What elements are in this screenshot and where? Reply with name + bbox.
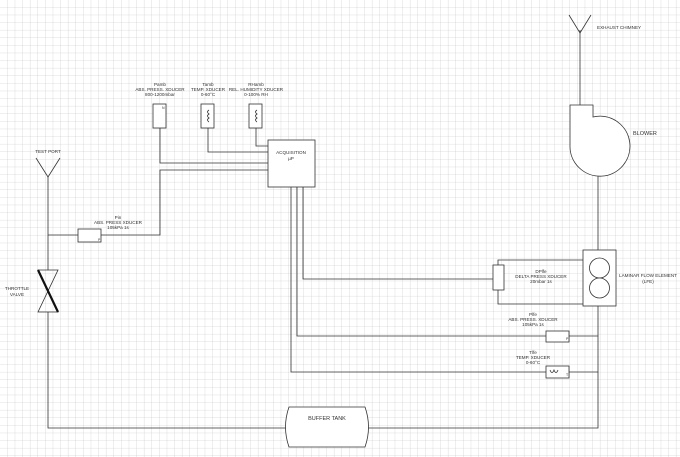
lfe-abbr: (LFE) (642, 279, 654, 284)
tlfe-mark: T (566, 373, 569, 377)
buffer-tank-shape (285, 406, 369, 448)
buffer-tank[interactable]: BUFFER TANK (285, 406, 369, 448)
tamb-transducer[interactable]: Tamb TEMP. XDUCER 0-60°C (191, 82, 268, 153)
pin-mark: P (98, 238, 101, 242)
plfe-name: ABS. PRESS. XDUCER (508, 317, 558, 322)
plfe-mark: P (566, 337, 569, 341)
plfe-tag: Plfe (529, 312, 537, 317)
plfe-transducer[interactable]: P Plfe ABS. PRESS. XDUCER 105kPa 1s (508, 312, 598, 343)
acquisition-label: ACQUISITION (276, 150, 306, 155)
lfe-upper-circle-icon (589, 257, 610, 279)
dplfe-tag: DPlfe (535, 269, 547, 274)
tamb-tag: Tamb (202, 82, 214, 87)
tlfe-transducer[interactable]: T Tlfe TEMP. XDUCER 0-60°C (516, 350, 598, 379)
microprocessor-label: µP (288, 156, 294, 161)
tamb-range: 0-60°C (201, 92, 216, 97)
lfe-label: LAMINAR FLOW ELEMENT (619, 273, 677, 278)
tamb-name: TEMP. XDUCER (191, 87, 226, 92)
plfe-box (545, 330, 570, 343)
rhamb-tag: RHamb (248, 82, 264, 87)
dplfe-range: 20mbar 1s (530, 279, 552, 284)
pamb-box (152, 103, 167, 129)
thermocouple-icon (549, 368, 559, 373)
lfe-lower-circle-icon (589, 277, 610, 299)
plfe-range: 105kPa 1s (522, 322, 544, 327)
acquisition-box (267, 139, 316, 188)
rhamb-name: REL. HUMIDITY XDUCER (229, 87, 284, 92)
test-port-icon (35, 157, 61, 178)
pamb-range: 800-1200mbar (145, 92, 175, 97)
pamb-mark: N (162, 106, 165, 110)
pamb-transducer[interactable]: N Pamb ABS. PRESS. XDUCER 800-1200mbar (135, 82, 268, 164)
tlfe-range: 0-60°C (526, 360, 541, 365)
valve-label: VALVE (10, 292, 24, 297)
throttle-label: THROTTLE (5, 286, 29, 291)
chimney-icon (568, 14, 592, 34)
pin-transducer[interactable]: P Pin ABS. PRESS XDUCER 105kPa 1s (48, 169, 268, 243)
rhamb-transducer[interactable]: RHamb REL. HUMIDITY XDUCER 0-100% RH (229, 82, 284, 147)
rhamb-wire (255, 128, 268, 147)
blower-label: BLOWER (633, 131, 657, 137)
rhamb-range: 0-100% RH (244, 92, 268, 97)
dplfe-name: DELTA PRESS XDUCER (515, 274, 567, 279)
pin-wire (48, 169, 268, 236)
tlfe-name: TEMP. XDUCER (516, 355, 551, 360)
test-port-label: TEST PORT (35, 149, 61, 154)
dplfe-taps (497, 259, 583, 305)
blower-icon (569, 104, 631, 177)
buffer-tank-label: BUFFER TANK (308, 416, 346, 422)
dplfe-box (492, 264, 505, 291)
acquisition-unit[interactable]: ACQUISITION µP (267, 139, 546, 373)
laminar-flow-element[interactable]: LAMINAR FLOW ELEMENT (LFE) (582, 249, 677, 307)
acquisition-wires (290, 187, 546, 373)
test-port[interactable]: TEST PORT (35, 149, 61, 178)
blower[interactable]: BLOWER (569, 104, 657, 177)
pin-box (77, 228, 102, 243)
tlfe-box (545, 365, 570, 379)
tlfe-tag: Tlfe (529, 350, 537, 355)
pin-name: ABS. PRESS XDUCER (94, 220, 143, 225)
exhaust-chimney[interactable]: EXHAUST CHIMNEY (568, 14, 641, 34)
thermocouple-icon (207, 109, 210, 123)
pamb-name: ABS. PRESS. XDUCER (135, 87, 185, 92)
humidity-sensor-icon (255, 109, 258, 123)
tamb-wire (207, 128, 268, 153)
dplfe-transducer[interactable]: DPlfe DELTA PRESS XDUCER 20mbar 1s (492, 259, 583, 305)
pamb-wire (159, 128, 268, 164)
pin-range: 105kPa 1s (107, 225, 129, 230)
pin-tag: Pin (115, 215, 122, 220)
throttle-valve[interactable]: THROTTLE VALVE (5, 269, 59, 313)
pamb-tag: Pamb (154, 82, 166, 87)
valve-stem-icon (37, 269, 59, 313)
exhaust-label: EXHAUST CHIMNEY (597, 25, 641, 30)
